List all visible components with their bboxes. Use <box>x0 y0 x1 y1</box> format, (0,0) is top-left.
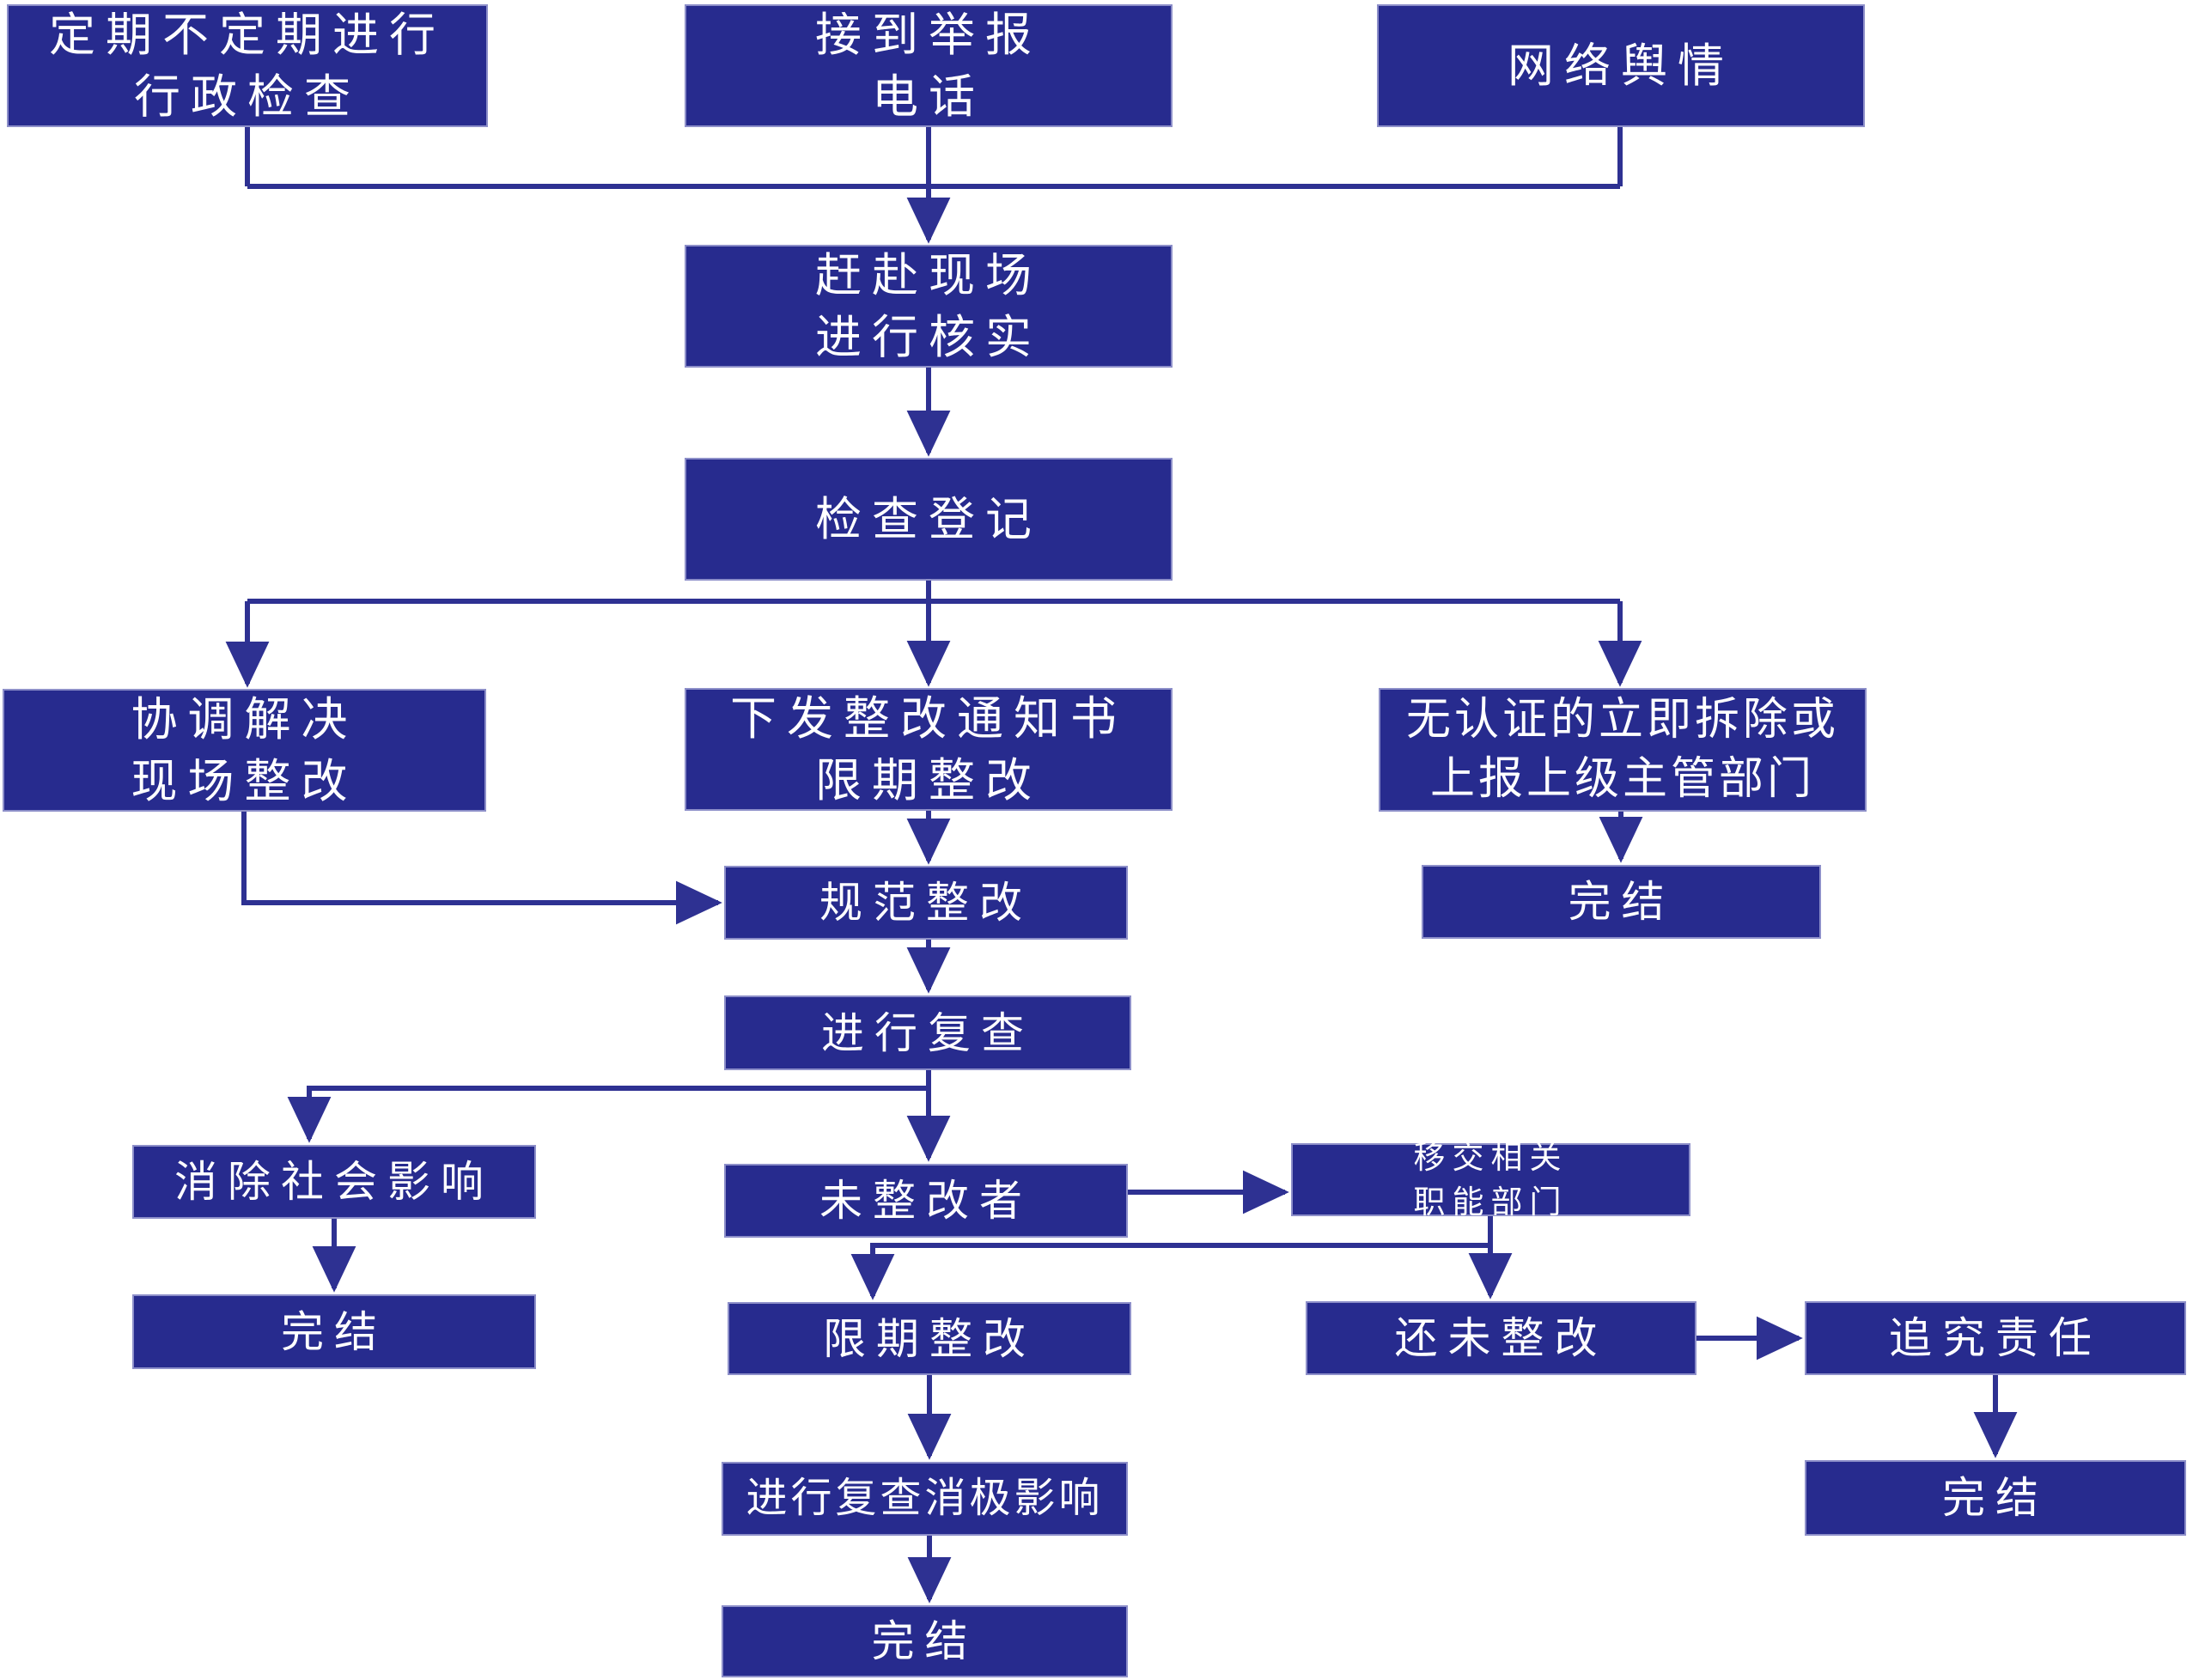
flow-node-online-opinion: 网络舆情 <box>1377 4 1865 127</box>
connector-coordinate-to-standard <box>241 812 722 925</box>
flow-node-finish-bottom-center: 完结 <box>722 1605 1128 1677</box>
connector-recheck-to-eliminate <box>287 1086 929 1143</box>
flow-node-inspection-register: 检查登记 <box>685 458 1173 581</box>
flow-node-no-cert-remove: 无认证的立即拆除或 上报上级主管部门 <box>1379 688 1867 812</box>
flow-node-report-call: 接到举报 电话 <box>685 4 1173 127</box>
flow-node-issue-notice: 下发整改通知书 限期整改 <box>685 688 1173 811</box>
flow-node-still-not-rectified: 还未整改 <box>1306 1301 1696 1375</box>
flow-node-pursue-responsibility: 追究责任 <box>1805 1301 2186 1375</box>
connector-transfer-to-deadline <box>850 1243 1490 1300</box>
flow-node-recheck-negative: 进行复查消极影响 <box>722 1462 1128 1536</box>
edge-group <box>225 127 2018 1604</box>
flow-node-finish-bottom-right: 完结 <box>1805 1460 2186 1536</box>
flow-node-recheck: 进行复查 <box>724 995 1131 1070</box>
flow-node-transfer-dept: 移交相关 职能部门 <box>1291 1139 1690 1220</box>
flow-node-finish-left: 完结 <box>132 1294 536 1369</box>
flow-node-periodic-inspection: 定期不定期进行 行政检查 <box>7 4 488 127</box>
flow-node-coordinate-onsite: 协调解决 现场整改 <box>3 689 486 812</box>
flow-node-finish-right-top: 完结 <box>1422 865 1821 939</box>
flow-node-go-to-scene-verify: 赶赴现场 进行核实 <box>685 245 1173 368</box>
flow-node-standard-rectify: 规范整改 <box>724 866 1128 940</box>
flow-node-deadline-rectify: 限期整改 <box>728 1302 1131 1375</box>
flow-node-not-rectified: 未整改者 <box>724 1164 1128 1238</box>
flow-node-eliminate-impact: 消除社会影响 <box>132 1145 536 1219</box>
